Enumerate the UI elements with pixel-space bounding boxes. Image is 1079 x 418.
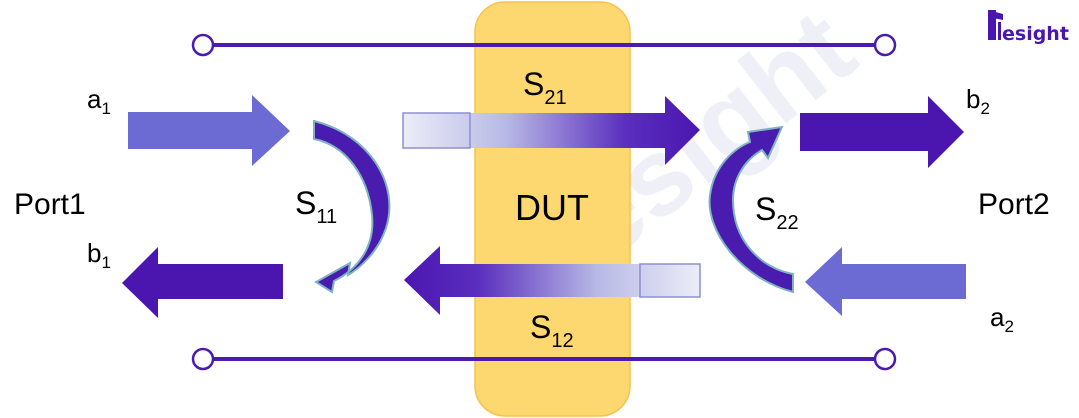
bottom-right-terminal bbox=[873, 347, 897, 371]
b1-label: b1 bbox=[87, 238, 111, 272]
s22-label: S22 bbox=[755, 191, 799, 234]
dut-box bbox=[474, 1, 631, 417]
port2-label: Port2 bbox=[978, 188, 1050, 221]
s12-transmission-arrow bbox=[404, 246, 700, 315]
s21-label: S21 bbox=[523, 66, 567, 109]
logo-text: esight bbox=[1002, 23, 1069, 45]
s21-arrow-outline bbox=[402, 112, 471, 149]
dut-label: DUT bbox=[515, 187, 589, 228]
port1-label: Port1 bbox=[14, 188, 86, 221]
tesight-logo-icon bbox=[988, 10, 1003, 40]
s22-reflection-curve bbox=[708, 125, 794, 294]
b2-label: b2 bbox=[966, 84, 990, 118]
s11-label: S11 bbox=[295, 185, 337, 228]
b1-reflected-arrow bbox=[122, 247, 283, 318]
s12-label: S12 bbox=[530, 309, 574, 352]
a2-incident-arrow bbox=[805, 247, 966, 316]
top-right-terminal bbox=[873, 33, 897, 57]
a1-incident-arrow bbox=[128, 95, 290, 166]
s11-reflection-curve bbox=[313, 119, 391, 294]
a1-label: a1 bbox=[87, 84, 111, 118]
s12-arrow-outline bbox=[639, 263, 701, 298]
bottom-left-terminal bbox=[191, 347, 215, 371]
tesight-logo: esight bbox=[988, 10, 1069, 45]
bottom-transmission-line bbox=[191, 347, 897, 371]
top-left-terminal bbox=[191, 33, 215, 57]
s21-transmission-arrow bbox=[403, 96, 700, 165]
b2-outgoing-arrow bbox=[800, 96, 964, 168]
a2-label: a2 bbox=[990, 302, 1014, 336]
top-transmission-line bbox=[191, 33, 897, 57]
